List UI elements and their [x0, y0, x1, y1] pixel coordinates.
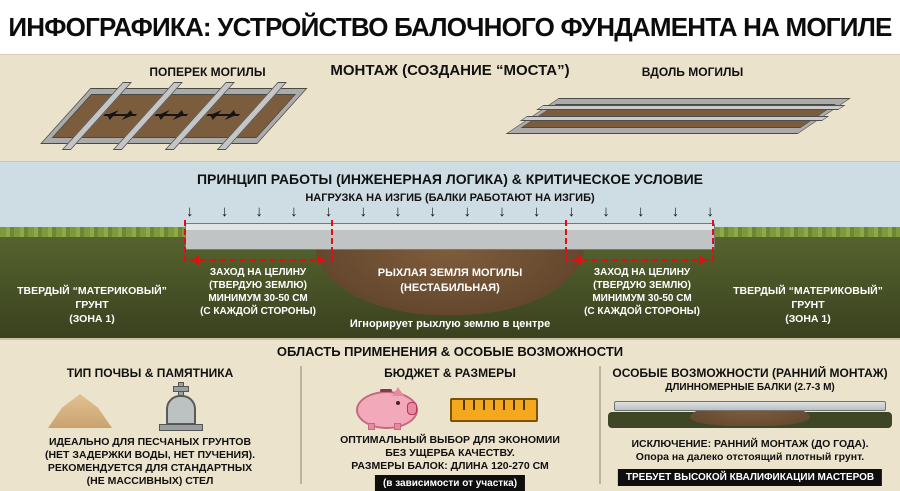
long-beam-label: ДЛИННОМЕРНЫЕ БАЛКИ (2.7-3 М) [665, 382, 835, 393]
down-arrow-icon [498, 203, 506, 223]
overlap-measure-arrow-icon [190, 255, 326, 265]
column-text: ОПТИМАЛЬНЫЙ ВЫБОР ДЛЯ ЭКОНОМИИ БЕЗ УЩЕРБ… [340, 434, 560, 473]
down-arrow-icon [255, 203, 263, 223]
application-title: ОБЛАСТЬ ПРИМЕНЕНИЯ & ОСОБЫЕ ВОЗМОЖНОСТИ [276, 344, 624, 359]
coin-slot [380, 389, 392, 392]
load-arrows [186, 203, 714, 223]
tombstone-icon [158, 382, 204, 432]
beam-slab [614, 401, 886, 411]
long-beam-icon [536, 105, 846, 110]
column-title: БЮДЖЕТ & РАЗМЕРЫ [384, 366, 516, 380]
pig-leg [394, 423, 401, 430]
double-arrow-icon [154, 113, 189, 116]
column-title: ОСОБЫЕ ВОЗМОЖНОСТИ (РАННИЙ МОНТАЖ) [612, 366, 888, 380]
column-note: (в зависимости от участка) [374, 475, 526, 491]
column-text: ИСКЛЮЧЕНИЕ: РАННИЙ МОНТАЖ (ДО ГОДА). Опо… [631, 438, 869, 464]
double-arrow-icon [206, 113, 241, 116]
double-arrow-icon [103, 113, 138, 116]
ignore-note: Игнорирует рыхлую землю в центре [349, 318, 551, 330]
overlap-right-label: ЗАХОД НА ЦЕЛИНУ (ТВЕРДУЮ ЗЕМЛЮ) МИНИМУМ … [584, 267, 700, 317]
down-arrow-icon [394, 203, 402, 223]
early-montage-column: ОСОБЫЕ ВОЗМОЖНОСТИ (РАННИЙ МОНТАЖ) ДЛИНН… [600, 340, 900, 491]
down-arrow-icon [429, 203, 437, 223]
red-dashed-line-icon [565, 220, 567, 262]
red-dashed-line-icon [184, 220, 186, 262]
along-grave-label: ВДОЛЬ МОГИЛЫ [641, 65, 744, 79]
header: ИНФОГРАФИКА: УСТРОЙСТВО БАЛОЧНОГО ФУНДАМ… [0, 0, 900, 54]
cross-icon [173, 386, 189, 392]
overlap-left-label: ЗАХОД НА ЦЕЛИНУ (ТВЕРДУЮ ЗЕМЛЮ) МИНИМУМ … [200, 267, 316, 317]
loose-soil-label: РЫХЛАЯ ЗЕМЛЯ МОГИЛЫ (НЕСТАБИЛЬНАЯ) [377, 267, 523, 294]
down-arrow-icon [568, 203, 576, 223]
down-arrow-icon [464, 203, 472, 223]
along-grave-diagram [508, 99, 849, 133]
pig-leg [368, 423, 375, 430]
concrete-slab [185, 223, 715, 250]
application-section: ОБЛАСТЬ ПРИМЕНЕНИЯ & ОСОБЫЕ ВОЗМОЖНОСТИ … [0, 338, 900, 491]
down-arrow-icon [672, 203, 680, 223]
column-text: ИДЕАЛЬНО ДЛЯ ПЕСЧАНЫХ ГРУНТОВ (НЕТ ЗАДЕР… [44, 436, 256, 488]
down-arrow-icon [221, 203, 229, 223]
principle-title: ПРИНЦИП РАБОТЫ (ИНЖЕНЕРНАЯ ЛОГИКА) & КРИ… [196, 171, 704, 187]
down-arrow-icon [602, 203, 610, 223]
column-note: ТРЕБУЕТ ВЫСОКОЙ КВАЛИФИКАЦИИ МАСТЕРОВ [617, 469, 883, 486]
down-arrow-icon [637, 203, 645, 223]
column-title: ТИП ПОЧВЫ & ПАМЯТНИКА [66, 366, 234, 380]
principle-section: ПРИНЦИП РАБОТЫ (ИНЖЕНЕРНАЯ ЛОГИКА) & КРИ… [0, 162, 900, 338]
montage-title: МОНТАЖ (СОЗДАНИЕ “МОСТА”) [330, 62, 570, 79]
budget-column: БЮДЖЕТ & РАЗМЕРЫ ОПТИМАЛЬНЫЙ ВЫБОР ДЛЯ Э… [300, 340, 600, 491]
montage-section: МОНТАЖ (СОЗДАНИЕ “МОСТА”) ПОПЕРЕК МОГИЛЫ… [0, 54, 900, 162]
hard-ground-right-label: ТВЕРДЫЙ “МАТЕРИКОВЫЙ” ГРУНТ (ЗОНА 1) [733, 285, 883, 326]
piggy-bank-icon [356, 387, 418, 430]
column-divider [599, 366, 601, 484]
hard-ground-left-label: ТВЕРДЫЙ “МАТЕРИКОВЫЙ” ГРУНТ (ЗОНА 1) [17, 285, 167, 326]
red-dashed-line-icon [712, 220, 714, 262]
column-divider [300, 366, 302, 484]
down-arrow-icon [186, 203, 194, 223]
overlap-measure-arrow-icon [572, 255, 708, 265]
red-dashed-line-icon [331, 220, 333, 262]
pig-snout [407, 402, 417, 415]
long-beam-icon [519, 116, 830, 121]
down-arrow-icon [359, 203, 367, 223]
pig-ear [392, 387, 404, 396]
pig-eye [396, 401, 400, 405]
across-grave-diagram [42, 82, 306, 150]
down-arrow-icon [533, 203, 541, 223]
down-arrow-icon [290, 203, 298, 223]
long-beam-diagram [608, 396, 892, 432]
page-title: ИНФОГРАФИКА: УСТРОЙСТВО БАЛОЧНОГО ФУНДАМ… [8, 11, 892, 42]
headstone-base [159, 424, 203, 431]
bending-load-label: НАГРУЗКА НА ИЗГИБ (БАЛКИ РАБОТАЮТ НА ИЗГ… [305, 192, 595, 204]
soil-type-column: ТИП ПОЧВЫ & ПАМЯТНИКА ИДЕАЛЬНО ДЛЯ ПЕСЧА… [0, 340, 300, 491]
sand-pile-icon [48, 394, 112, 428]
across-grave-label: ПОПЕРЕК МОГИЛЫ [149, 65, 266, 79]
headstone-shape [166, 395, 196, 425]
ruler-icon [450, 398, 538, 422]
